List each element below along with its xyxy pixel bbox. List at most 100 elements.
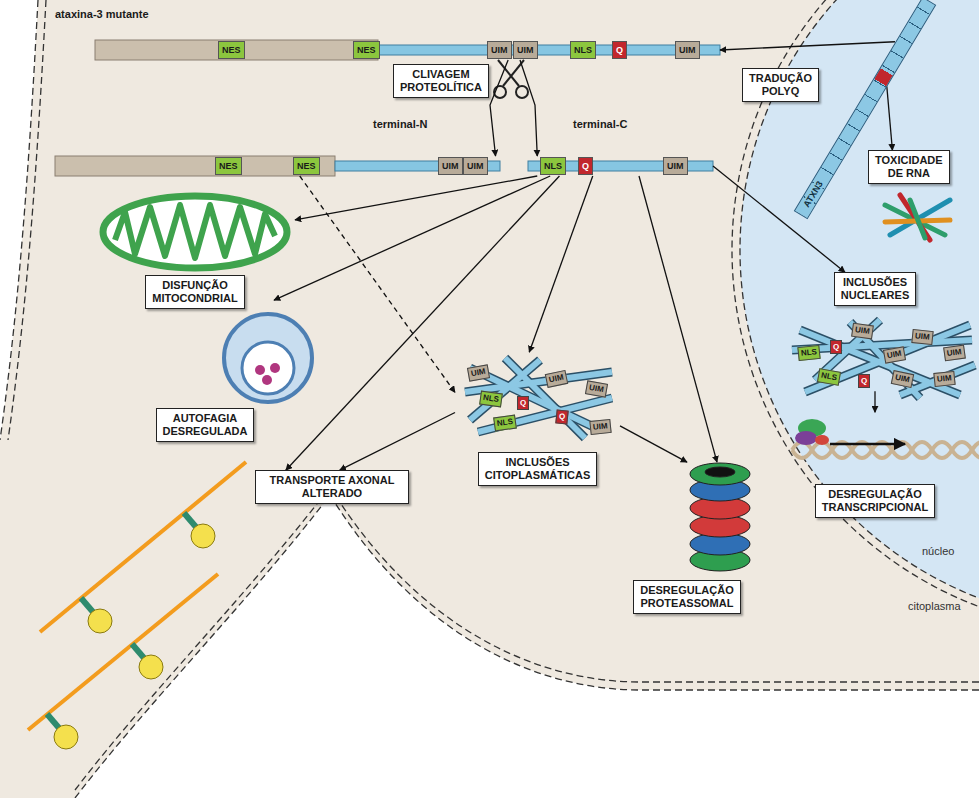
protein-backbone: [378, 45, 720, 55]
aggregate-domain-tag: UIM: [883, 346, 906, 363]
process-box: CLIVAGEM PROTEOLÍTICA: [393, 64, 489, 98]
protein-domain: UIM: [513, 41, 538, 59]
domain-label: NES: [297, 161, 316, 171]
illustration-slot: [90, 300, 320, 408]
autophagosome: [262, 375, 272, 385]
aggregate-domain-tag: NLS: [797, 345, 820, 361]
region-label: citoplasma: [908, 600, 961, 612]
cytoplasmic-aggregate: [465, 358, 612, 438]
box-text: TRANSPORTE AXONAL ALTERADO: [262, 474, 402, 500]
proteasome: [690, 463, 750, 571]
protein-domain: Q: [612, 41, 627, 59]
motor-protein: [191, 524, 215, 548]
microtubule: [28, 574, 218, 730]
scissors-icon: [516, 86, 528, 98]
aggregate-domain-tag: UIM: [943, 345, 965, 362]
mitochondrion: [103, 196, 287, 268]
domain-label: NES: [357, 45, 376, 55]
protein-backbone: [335, 161, 500, 171]
illustration-slot: [612, 462, 762, 580]
connector-arrow: [274, 176, 550, 300]
motor-protein: [139, 655, 163, 679]
autophagosome: [270, 363, 280, 373]
protein-domain: Q: [578, 157, 593, 175]
protein-bar: terminal-NNESNESUIMUIM: [55, 156, 500, 176]
connector-arrow: [639, 176, 717, 462]
illustration-slot: [775, 412, 975, 484]
aggregate-domain-tag: UIM: [589, 419, 611, 435]
rna-tangle: [885, 195, 950, 240]
connector-arrow: [620, 426, 687, 462]
process-box: TRADUÇÃO POLYQ: [742, 68, 819, 102]
cell-membrane: [75, 495, 979, 798]
autophagosome: [255, 365, 265, 375]
domain-label: Q: [616, 45, 623, 55]
scissors-icon: [498, 60, 519, 86]
region-label: núcleo: [922, 545, 954, 557]
protein-domain: NES: [218, 41, 245, 59]
protein-domain: UIM: [663, 157, 688, 175]
box-text: DESREGULAÇÃO TRANSCRIPCIONAL: [815, 484, 935, 518]
motor-protein: [47, 513, 215, 749]
motor-protein: [54, 725, 78, 749]
cell-membrane: [75, 487, 979, 790]
connector-arrow: [340, 412, 455, 470]
aggregate-domain-tag: UIM: [933, 371, 955, 387]
cytoplasmic-aggregate: [465, 358, 612, 438]
connector-arrow: [286, 176, 560, 470]
mechanism-box: AUTOFAGIA DESREGULADA: [90, 300, 320, 442]
mechanism-box: DESREGULAÇÃO TRANSCRIPCIONAL: [775, 412, 975, 518]
nucleus: [732, 0, 979, 631]
protein-domain: NLS: [570, 41, 596, 59]
process-box: TOXICIDADE DE RNA: [868, 150, 950, 184]
cytoplasmic-aggregate: [465, 358, 612, 438]
motor-protein: [184, 513, 196, 527]
connector-arrow: [490, 60, 508, 156]
mrna-strand: ATXN3: [793, 0, 935, 219]
nucleus: [740, 0, 979, 623]
protein-bar: terminal-CNLSQUIM: [528, 156, 713, 176]
domain-label: NES: [222, 45, 241, 55]
aggregate-domain-tag: UIM: [545, 370, 568, 388]
cytoplasmic-aggregate: [465, 358, 612, 438]
protein-domain: UIM: [463, 157, 488, 175]
box-text: ATXN3: [799, 177, 826, 212]
aggregate-domain-tag: Q: [858, 374, 870, 388]
aggregate-domain-tag: NLS: [817, 368, 841, 386]
domain-label: UIM: [442, 161, 459, 171]
box-text: CLIVAGEM PROTEOLÍTICA: [400, 68, 482, 94]
nuclear-aggregate: [792, 320, 975, 398]
autophagosome: [224, 314, 312, 402]
protein-backbone: [55, 156, 335, 176]
illustration-slot: [95, 190, 295, 275]
aggregate-domain-tag: NLS: [479, 391, 503, 408]
aggregate-domain-tag: Q: [517, 396, 529, 410]
connector-arrow: [874, 391, 875, 412]
transcription-factor: [795, 431, 817, 445]
microtubule: [28, 462, 246, 730]
domain-label: UIM: [467, 161, 484, 171]
cytoplasmic-aggregate: [465, 358, 612, 438]
cell-membrane: [8, 0, 46, 440]
mechanism-box: DISFUNÇÃO MITOCONDRIAL: [95, 190, 295, 309]
nuclear-aggregate: [792, 320, 975, 398]
aggregate-domain-tag: UIM: [891, 370, 914, 388]
mitochondrion: [115, 205, 275, 258]
transcription-factor: [830, 443, 905, 446]
domain-label: NES: [219, 161, 238, 171]
microtubule: [40, 462, 246, 632]
scissors-icon: [494, 60, 528, 98]
autophagosome: [224, 314, 312, 402]
aggregate-domain-tag: UIM: [851, 323, 873, 340]
mitochondrion: [103, 196, 287, 268]
protein-backbone: [95, 40, 378, 60]
nucleus: [732, 0, 979, 631]
fragment-label: ataxina-3 mutante: [55, 8, 149, 20]
protein-domain: NES: [353, 41, 380, 59]
process-box: TRANSPORTE AXONAL ALTERADO: [255, 470, 409, 504]
domain-label: UIM: [517, 45, 534, 55]
protein-bar: ataxina-3 mutanteNESNESUIMUIMNLSQUIM: [95, 40, 720, 60]
rna-tangle: [900, 195, 930, 240]
connector-arrow: [300, 176, 455, 392]
